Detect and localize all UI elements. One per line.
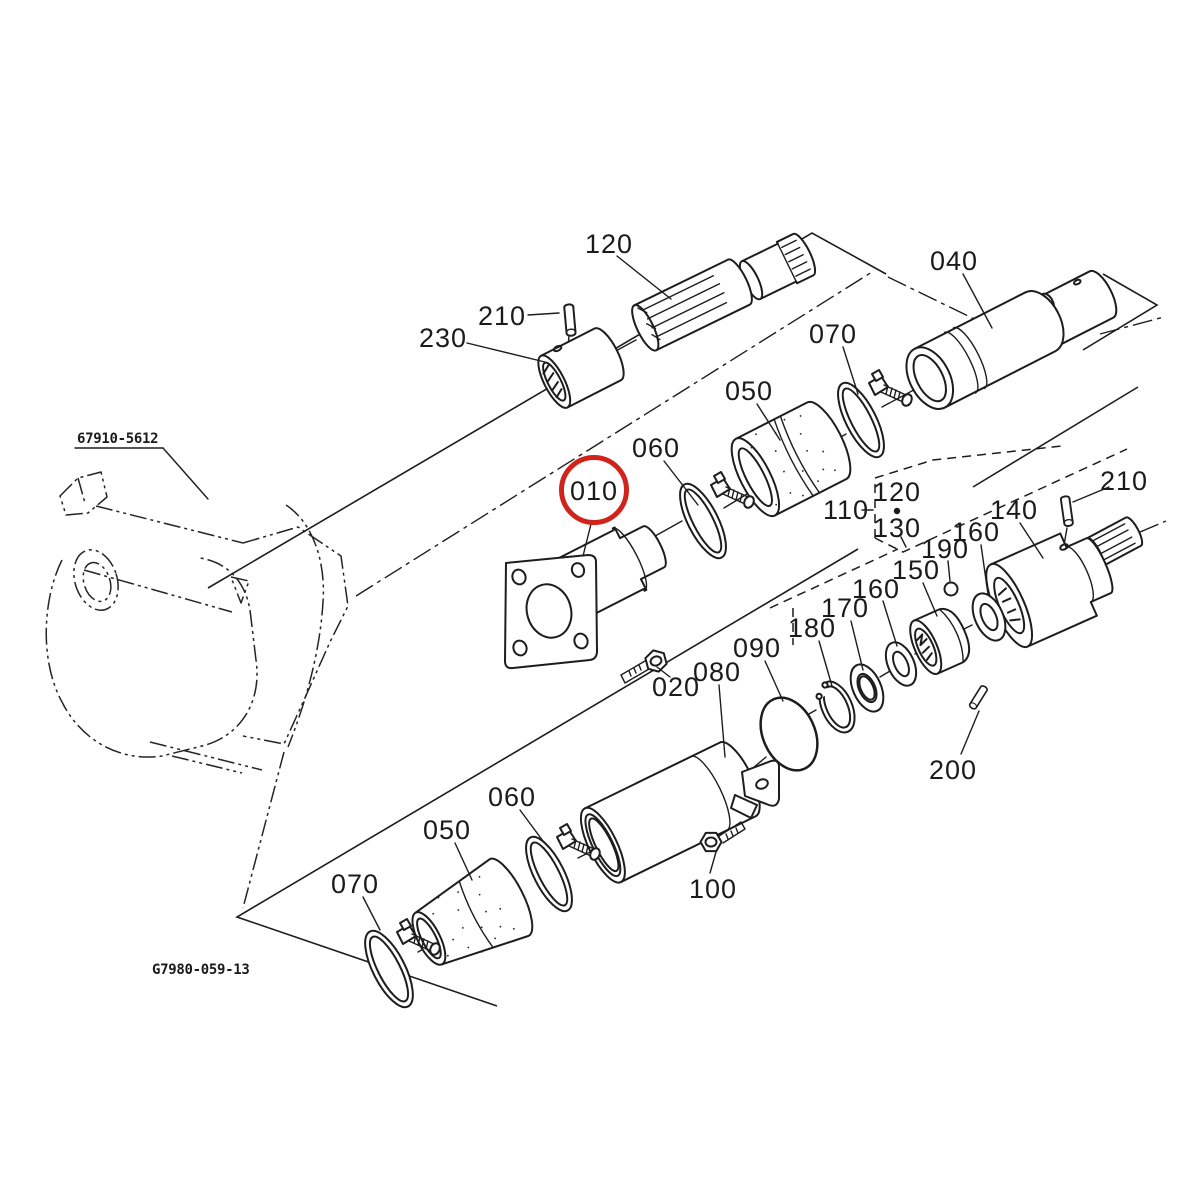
callout-070-bottom: 070 (331, 869, 379, 899)
part-170-washer (849, 663, 885, 713)
callout-200: 200 (929, 755, 977, 785)
callout-040: 040 (930, 246, 978, 276)
drawing-code-label: G7980-059-13 (152, 962, 250, 978)
part-210-pin-right (1059, 494, 1075, 528)
callout-090: 090 (733, 633, 781, 663)
callout-100: 100 (689, 874, 737, 904)
callout-110: 110 (823, 495, 869, 525)
callout-120-top: 120 (585, 229, 633, 259)
callout-180: 180 (788, 613, 836, 643)
callout-170: 170 (821, 593, 869, 623)
part-090-seal-ring (759, 696, 819, 772)
part-040-cover-tube (905, 269, 1118, 410)
callout-box-lines (769, 445, 1128, 645)
part-010-flange-coupling (504, 525, 667, 670)
callout-230: 230 (419, 323, 467, 353)
part-100-bolt (699, 821, 746, 853)
callout-060-top: 060 (632, 433, 680, 463)
callout-190: 190 (921, 534, 969, 564)
callout-210-right: 210 (1100, 466, 1148, 496)
part-160-washer-right (971, 592, 1007, 642)
part-060-clamp-bottom (525, 823, 603, 913)
part-190-ball (943, 581, 959, 597)
callout-010-highlighted: 010 (570, 476, 618, 506)
pin-location-dot (893, 507, 901, 515)
callout-070-top: 070 (809, 319, 857, 349)
leader-lines (74, 255, 1110, 931)
callout-050-top: 050 (725, 376, 773, 406)
callout-060-bottom: 060 (488, 782, 536, 812)
part-080-shaft-cover (579, 741, 780, 884)
part-120-pto-shaft (631, 232, 817, 352)
highlight-circle-010 (559, 455, 629, 525)
callout-020: 020 (652, 672, 700, 702)
part-020-bolt (620, 649, 668, 684)
callout-140: 140 (990, 495, 1038, 525)
callout-080: 080 (693, 657, 741, 687)
part-070-clamp-top (837, 369, 915, 459)
part-180-snap-ring (807, 679, 856, 734)
part-210-pin-top (563, 303, 577, 338)
part-230-spline-bushing (537, 327, 625, 409)
part-200-pin (967, 684, 989, 711)
callout-160-right: 160 (952, 517, 1000, 547)
callout-050-bottom: 050 (423, 815, 471, 845)
pto-gearbox-housing (45, 471, 349, 909)
callout-160-left: 160 (852, 574, 900, 604)
part-140-socket-joint (985, 532, 1114, 649)
part-070-clamp-bottom (364, 918, 443, 1009)
assembly-ref-label: 67910-5612 (77, 431, 158, 447)
callout-120-box: 120 (873, 477, 921, 507)
callout-150: 150 (892, 555, 940, 585)
part-050-coupling-boot-bottom (411, 857, 534, 966)
callout-210-top: 210 (478, 301, 526, 331)
part-160-washer-left (884, 641, 918, 687)
callout-130: 130 (873, 513, 921, 543)
part-150-coupling (909, 607, 971, 676)
